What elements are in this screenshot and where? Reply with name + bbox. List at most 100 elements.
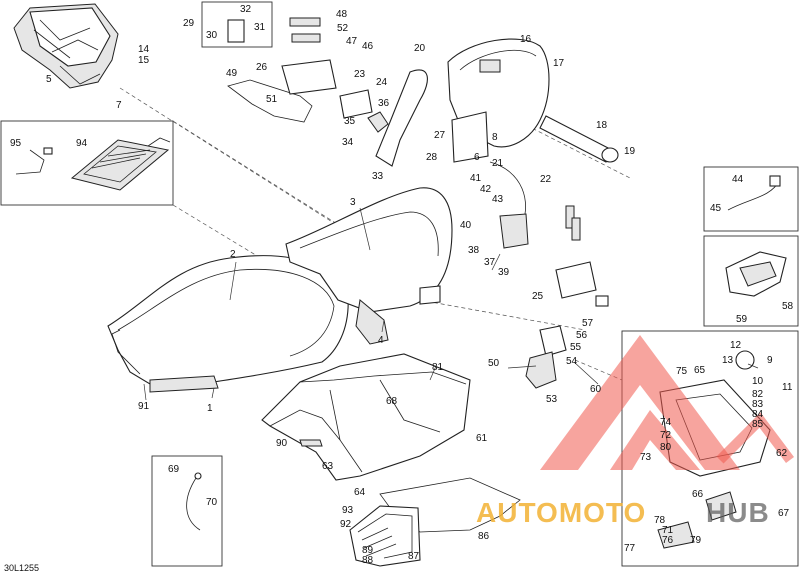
callout-70: 70 bbox=[206, 497, 218, 508]
callout-84: 84 bbox=[752, 409, 764, 420]
callout-72: 72 bbox=[660, 430, 672, 441]
assembly-line bbox=[172, 120, 351, 233]
callout-50: 50 bbox=[488, 358, 500, 369]
callout-55: 55 bbox=[570, 342, 582, 353]
callout-21: 21 bbox=[492, 158, 504, 169]
watermark-text-1: AUTOMOTO bbox=[476, 497, 646, 528]
watermark-logo: AUTOMOTO HUB bbox=[476, 335, 794, 528]
callout-87: 87 bbox=[408, 551, 420, 562]
callout-8: 8 bbox=[492, 132, 498, 143]
cable-inset-box bbox=[151, 455, 223, 567]
callout-37: 37 bbox=[484, 257, 496, 268]
callout-64: 64 bbox=[354, 487, 366, 498]
callout-20: 20 bbox=[414, 43, 426, 54]
callout-78: 78 bbox=[654, 515, 666, 526]
callout-94: 94 bbox=[76, 138, 88, 149]
assembly-line bbox=[172, 204, 331, 301]
callout-89: 89 bbox=[362, 545, 374, 556]
callout-86: 86 bbox=[478, 531, 490, 542]
callout-60: 60 bbox=[590, 384, 602, 395]
heated-pad-inset-box bbox=[0, 120, 174, 206]
callout-43: 43 bbox=[492, 194, 504, 205]
callout-3: 3 bbox=[350, 197, 356, 208]
callout-29: 29 bbox=[183, 18, 195, 29]
tube-cap-part bbox=[601, 147, 619, 163]
callout-92: 92 bbox=[340, 519, 352, 530]
callout-24: 24 bbox=[376, 77, 388, 88]
callout-65: 65 bbox=[694, 365, 706, 376]
callout-22: 22 bbox=[540, 174, 552, 185]
callout-57: 57 bbox=[582, 318, 594, 329]
callout-23: 23 bbox=[354, 69, 366, 80]
callout-61: 61 bbox=[476, 433, 488, 444]
callout-42: 42 bbox=[480, 184, 492, 195]
callout-71: 71 bbox=[662, 525, 674, 536]
callout-45: 45 bbox=[710, 203, 722, 214]
callout-16: 16 bbox=[520, 34, 532, 45]
callout-2: 2 bbox=[230, 249, 236, 260]
callout-6: 6 bbox=[474, 152, 480, 163]
callout-15: 15 bbox=[138, 55, 150, 66]
callout-38: 38 bbox=[468, 245, 480, 256]
callout-46: 46 bbox=[362, 41, 374, 52]
support-tube-part bbox=[539, 115, 613, 163]
callout-26: 26 bbox=[256, 62, 268, 73]
callout-68: 68 bbox=[386, 396, 398, 407]
heated-pad-part bbox=[15, 137, 171, 191]
cable-wire bbox=[186, 477, 201, 531]
callout-75: 75 bbox=[676, 366, 688, 377]
callout-83: 83 bbox=[752, 399, 764, 410]
callout-36: 36 bbox=[378, 98, 390, 109]
hinge-part bbox=[499, 213, 529, 249]
seat-frame-part bbox=[13, 3, 119, 89]
callout-54: 54 bbox=[566, 356, 578, 367]
callout-9: 9 bbox=[767, 355, 773, 366]
reference-code: 30L1255 bbox=[4, 563, 39, 573]
latch-part bbox=[227, 17, 389, 133]
callout-28: 28 bbox=[426, 152, 438, 163]
callout-13: 13 bbox=[722, 355, 734, 366]
assembly-line bbox=[119, 87, 346, 231]
callout-10: 10 bbox=[752, 376, 764, 387]
callout-14: 14 bbox=[138, 44, 150, 55]
callout-77: 77 bbox=[624, 543, 636, 554]
callout-35: 35 bbox=[344, 116, 356, 127]
callout-91: 91 bbox=[138, 401, 150, 412]
callout-4: 4 bbox=[378, 335, 384, 346]
callout-33: 33 bbox=[372, 171, 384, 182]
handle-grip bbox=[739, 261, 777, 287]
callout-49: 49 bbox=[226, 68, 238, 79]
callout-1: 1 bbox=[207, 403, 213, 414]
seat-part-2 bbox=[107, 255, 349, 393]
callout-44: 44 bbox=[732, 174, 744, 185]
callout-39: 39 bbox=[498, 267, 510, 278]
callout-34: 34 bbox=[342, 137, 354, 148]
callout-31: 31 bbox=[254, 22, 266, 33]
callout-63: 63 bbox=[322, 461, 334, 472]
callout-41: 41 bbox=[470, 173, 482, 184]
callout-58: 58 bbox=[782, 301, 794, 312]
callout-18: 18 bbox=[596, 120, 608, 131]
callout-32: 32 bbox=[240, 4, 252, 15]
callout-93: 93 bbox=[342, 505, 354, 516]
callout-labels: 1 2 3 4 5 6 7 8 9 10 11 12 13 14 15 16 1… bbox=[10, 4, 794, 566]
callout-25: 25 bbox=[532, 291, 544, 302]
callout-27: 27 bbox=[434, 130, 446, 141]
callout-11: 11 bbox=[782, 382, 793, 393]
leader-lines bbox=[143, 207, 759, 401]
callout-19: 19 bbox=[624, 146, 636, 157]
callout-69: 69 bbox=[168, 464, 180, 475]
callout-73: 73 bbox=[640, 452, 652, 463]
callout-76: 76 bbox=[662, 535, 674, 546]
callout-40: 40 bbox=[460, 220, 472, 231]
callout-79: 79 bbox=[690, 535, 702, 546]
harness-connector bbox=[769, 175, 781, 187]
mid-latch-part bbox=[525, 205, 609, 389]
callout-51: 51 bbox=[266, 94, 278, 105]
storage-bin-part bbox=[349, 505, 421, 567]
callout-52: 52 bbox=[337, 23, 349, 34]
callout-53: 53 bbox=[546, 394, 558, 405]
callout-62: 62 bbox=[776, 448, 788, 459]
callout-12: 12 bbox=[730, 340, 742, 351]
callout-85: 85 bbox=[752, 419, 764, 430]
